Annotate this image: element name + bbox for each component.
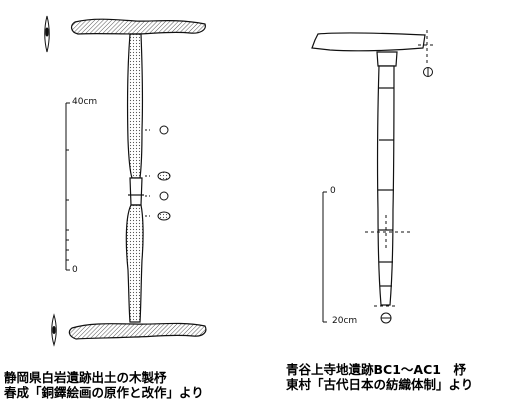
left-caption-line2: 春成「銅鐸絵画の原作と改作」より (4, 385, 204, 400)
left-bottom-needle-icon (51, 313, 57, 347)
right-section-markers (365, 30, 436, 324)
right-caption-line2: 東村「古代日本の紡織体制」より (286, 377, 474, 392)
right-shaft (376, 65, 395, 306)
left-mid-joint (129, 177, 143, 206)
left-scale-bottom-label: 0 (72, 265, 78, 275)
right-caption-line1: 青谷上寺地遺跡BC1〜AC1 杼 (286, 362, 466, 377)
left-top-needle-icon (44, 15, 50, 53)
right-shuttle-drawing (311, 32, 426, 306)
left-shuttle-drawing (68, 18, 207, 340)
left-upper-shaft (127, 33, 144, 179)
right-scale-bar (322, 191, 327, 323)
left-lower-shaft (125, 204, 144, 323)
left-section-4 (157, 211, 171, 221)
left-bottom-crossbar (68, 322, 207, 340)
right-scale-bottom-label: 20cm (332, 316, 358, 326)
left-section-3 (159, 191, 169, 201)
left-scale-bar (65, 102, 70, 271)
right-neck (376, 51, 398, 67)
left-section-1 (159, 125, 169, 135)
left-caption-line1: 静岡県白岩遺跡出土の木製杼 (4, 370, 167, 385)
left-scale-top-label: 40cm (72, 97, 98, 107)
left-section-markers (145, 125, 171, 221)
right-top-bar (311, 32, 426, 52)
left-section-2 (157, 171, 171, 181)
right-scale-top-label: 0 (330, 186, 336, 196)
left-top-crossbar (71, 18, 206, 35)
